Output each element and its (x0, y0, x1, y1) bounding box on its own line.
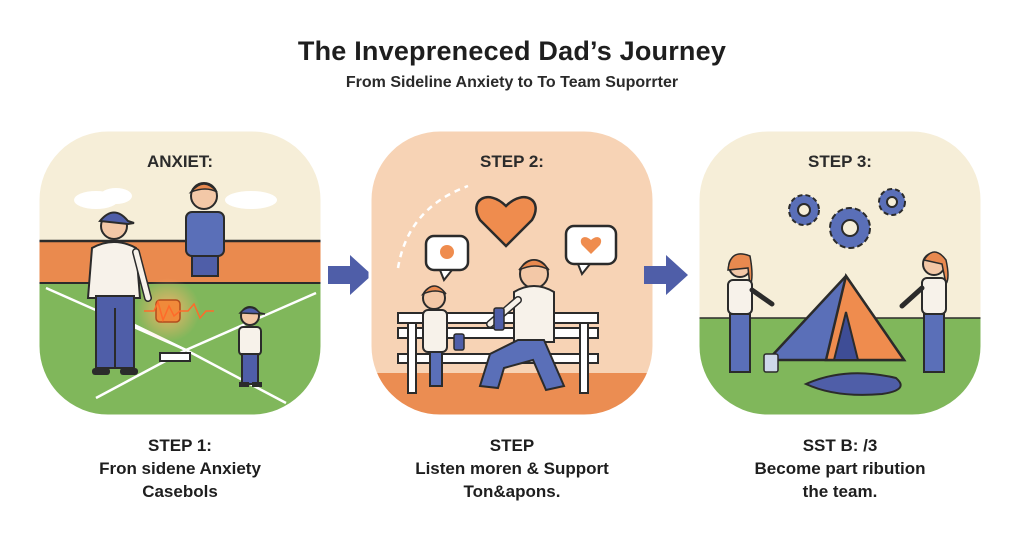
caption-line: Ton&apons. (463, 482, 561, 501)
panel-label: STEP 3: (808, 152, 872, 171)
caption-line: Become part ribution (754, 459, 926, 478)
panel-anxiety: ANXIET: (36, 128, 324, 418)
caption-line: the team. (802, 482, 878, 501)
caption-line: Casebols (142, 482, 218, 501)
panel-step-2: STEP 2: (368, 128, 656, 418)
panel-label: ANXIET: (146, 152, 214, 171)
step-caption: STEP Listen moren & Support Ton&apons. (368, 434, 656, 503)
gear-icon (878, 188, 906, 216)
team-camping-illustration (696, 128, 984, 418)
caption-line: Fron sidene Anxiety (99, 459, 261, 478)
arrow-right-icon (328, 255, 372, 295)
caption-line: STEP (489, 436, 535, 455)
caption-line: Listen moren & Support (415, 459, 609, 478)
arrow-right-icon (644, 255, 688, 295)
caption-line: STEP 1: (148, 436, 212, 455)
page-title: The Invepreneced Dad’s Journey (297, 36, 727, 66)
step-caption: STEP 1: Fron sidene Anxiety Casebols (36, 434, 324, 503)
caption-line: SST B: /3 (802, 436, 878, 455)
listen-support-illustration (368, 128, 656, 418)
sideline-anxiety-illustration (36, 128, 324, 418)
gear-icon (788, 194, 820, 226)
panel-step-3: STEP 3: (696, 128, 984, 418)
panel-label: STEP 2: (480, 152, 544, 171)
step-caption: SST B: /3 Become part ribution the team. (696, 434, 984, 503)
page-subtitle: From Sideline Anxiety to To Team Suporrt… (345, 74, 679, 91)
gear-icon (829, 207, 871, 249)
